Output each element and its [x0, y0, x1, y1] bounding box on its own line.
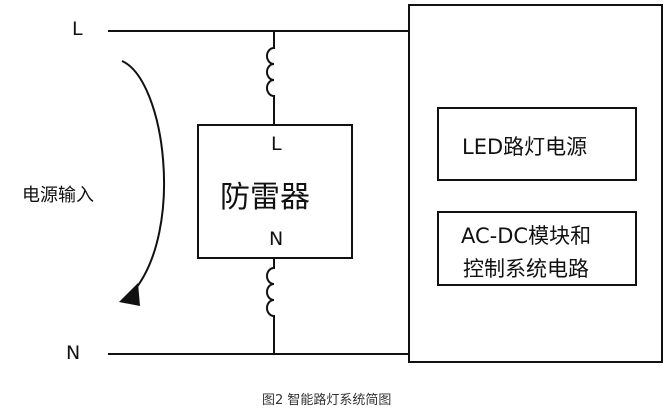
- inductor-upper: [266, 31, 275, 125]
- figure-caption: 图2 智能路灯系统简图: [262, 393, 392, 408]
- spd-label-L: L: [271, 133, 282, 155]
- led-power-label: LED路灯电源: [462, 135, 588, 159]
- acdc-label-line2: 控制系统电路: [463, 257, 589, 281]
- power-input-arrow: [121, 60, 166, 293]
- acdc-label-line1: AC-DC模块和: [461, 224, 592, 248]
- load-box: [408, 4, 663, 363]
- label-line-L: L: [72, 18, 83, 40]
- arrow-head-icon: [119, 283, 140, 306]
- spd-title: 防雷器: [220, 180, 310, 215]
- label-line-N: N: [66, 342, 81, 364]
- spd-label-N: N: [269, 228, 284, 250]
- inductor-lower: [266, 258, 275, 354]
- acdc-box: [437, 211, 637, 286]
- label-power-input: 电源输入: [22, 185, 94, 206]
- led-power-box: [437, 107, 637, 181]
